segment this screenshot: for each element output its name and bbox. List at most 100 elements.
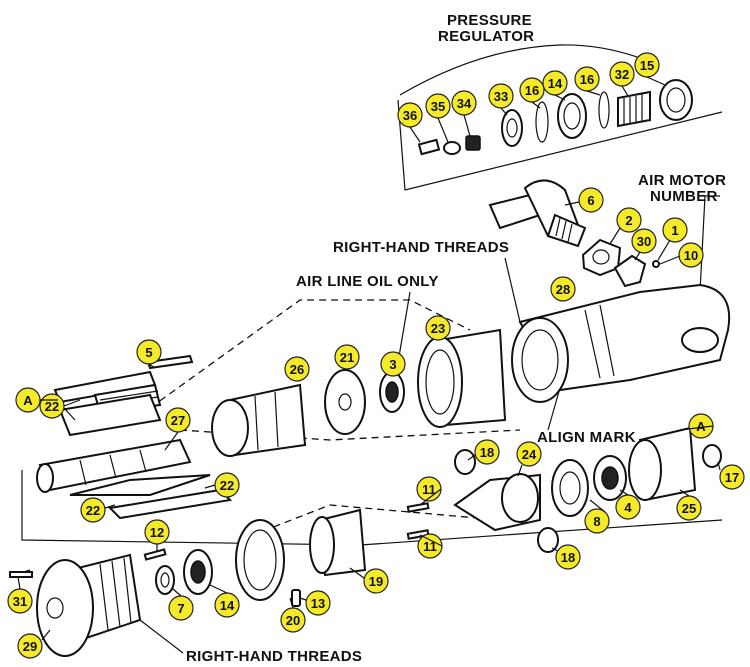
svg-text:21: 21 bbox=[340, 350, 354, 365]
callout-28: 28 bbox=[550, 276, 576, 302]
callout-33: 33 bbox=[488, 83, 514, 109]
callout-8: 8 bbox=[584, 508, 610, 534]
assembly-guide-3 bbox=[239, 504, 501, 541]
svg-text:25: 25 bbox=[682, 501, 696, 516]
svg-text:12: 12 bbox=[150, 525, 164, 540]
pressure-regulator-line2: REGULATOR bbox=[438, 28, 534, 45]
regulator-brace bbox=[399, 44, 641, 96]
svg-text:15: 15 bbox=[640, 58, 654, 73]
regulator-frame bbox=[397, 99, 723, 191]
pressure-regulator-label: PRESSURE REGULATOR bbox=[438, 12, 534, 45]
svg-text:36: 36 bbox=[403, 108, 417, 123]
svg-text:6: 6 bbox=[587, 193, 594, 208]
svg-text:18: 18 bbox=[480, 445, 494, 460]
svg-text:33: 33 bbox=[494, 89, 508, 104]
svg-text:18: 18 bbox=[561, 550, 575, 565]
callout-14a: 14 bbox=[542, 70, 568, 96]
svg-text:24: 24 bbox=[522, 447, 537, 462]
lower-left-parts bbox=[9, 508, 367, 657]
svg-text:10: 10 bbox=[684, 248, 698, 263]
callout-1: 1 bbox=[662, 217, 688, 243]
cylinder-group bbox=[211, 328, 507, 457]
svg-text:A: A bbox=[696, 419, 706, 434]
svg-text:16: 16 bbox=[580, 72, 594, 87]
svg-text:5: 5 bbox=[145, 345, 152, 360]
svg-text:16: 16 bbox=[525, 83, 539, 98]
svg-text:11: 11 bbox=[423, 539, 437, 554]
callout-6: 6 bbox=[578, 187, 604, 213]
svg-text:26: 26 bbox=[290, 362, 304, 377]
callout-18-top: 18 bbox=[474, 439, 500, 465]
callout-5: 5 bbox=[136, 339, 162, 365]
callout-20: 20 bbox=[280, 607, 306, 633]
svg-text:1: 1 bbox=[671, 223, 678, 238]
callout-36: 36 bbox=[397, 102, 423, 128]
svg-text:3: 3 bbox=[389, 357, 396, 372]
callout-16b: 16 bbox=[574, 66, 600, 92]
callout-19: 19 bbox=[363, 568, 389, 594]
callout-32: 32 bbox=[609, 61, 635, 87]
svg-text:14: 14 bbox=[220, 598, 235, 613]
callout-34: 34 bbox=[451, 90, 477, 116]
callouts: 36 35 34 33 16 14 16 32 15 6 2 30 1 10 2… bbox=[7, 52, 745, 659]
svg-text:22: 22 bbox=[45, 399, 59, 414]
callout-26: 26 bbox=[284, 356, 310, 382]
svg-text:30: 30 bbox=[637, 234, 651, 249]
svg-text:29: 29 bbox=[23, 639, 37, 654]
callout-22-top: 22 bbox=[39, 393, 65, 419]
svg-text:17: 17 bbox=[725, 470, 739, 485]
regulator-parts bbox=[417, 79, 693, 156]
callout-11-bottom: 11 bbox=[417, 533, 443, 559]
callout-11-top: 11 bbox=[416, 476, 442, 502]
callout-14b: 14 bbox=[214, 592, 240, 618]
callout-10: 10 bbox=[678, 242, 704, 268]
callout-22-bottom: 22 bbox=[80, 497, 106, 523]
svg-text:31: 31 bbox=[13, 594, 27, 609]
svg-text:8: 8 bbox=[593, 514, 600, 529]
svg-text:27: 27 bbox=[171, 413, 185, 428]
callout-24: 24 bbox=[516, 441, 542, 467]
align-mark-label: ALIGN MARK bbox=[537, 429, 636, 446]
callout-18-bottom: 18 bbox=[555, 544, 581, 570]
callout-4: 4 bbox=[615, 494, 641, 520]
air-motor-number-line1: AIR MOTOR bbox=[638, 172, 726, 189]
svg-text:14: 14 bbox=[548, 76, 563, 91]
svg-text:23: 23 bbox=[431, 321, 445, 336]
lower-right-parts bbox=[406, 426, 722, 553]
svg-text:A: A bbox=[23, 393, 33, 408]
callout-30: 30 bbox=[631, 228, 657, 254]
callout-29: 29 bbox=[17, 633, 43, 659]
callout-13: 13 bbox=[305, 590, 331, 616]
callout-3: 3 bbox=[380, 351, 406, 377]
callout-17: 17 bbox=[719, 464, 745, 490]
rh-threads-bottom-leader bbox=[139, 619, 184, 654]
svg-text:32: 32 bbox=[615, 67, 629, 82]
callout-27: 27 bbox=[165, 407, 191, 433]
rotor-and-vanes bbox=[36, 354, 233, 520]
air-motor-number-line2: NUMBER bbox=[650, 188, 718, 205]
air-line-oil-only-label: AIR LINE OIL ONLY bbox=[296, 273, 439, 290]
motor-housing bbox=[511, 283, 731, 403]
svg-text:20: 20 bbox=[286, 613, 300, 628]
svg-text:4: 4 bbox=[624, 500, 632, 515]
callout-23: 23 bbox=[425, 315, 451, 341]
callout-25: 25 bbox=[676, 495, 702, 521]
svg-text:28: 28 bbox=[556, 282, 570, 297]
svg-text:13: 13 bbox=[311, 596, 325, 611]
svg-text:34: 34 bbox=[457, 96, 472, 111]
svg-text:35: 35 bbox=[431, 99, 445, 114]
svg-text:11: 11 bbox=[422, 482, 436, 497]
svg-text:19: 19 bbox=[369, 574, 383, 589]
callout-16a: 16 bbox=[519, 77, 545, 103]
callout-12: 12 bbox=[144, 519, 170, 545]
svg-text:22: 22 bbox=[86, 503, 100, 518]
svg-text:2: 2 bbox=[625, 213, 632, 228]
elbow-fitting bbox=[488, 179, 660, 288]
callout-21: 21 bbox=[334, 344, 360, 370]
callout-2: 2 bbox=[616, 207, 642, 233]
svg-text:22: 22 bbox=[220, 478, 234, 493]
align-mark-leader bbox=[547, 387, 561, 431]
assembly-guide-1 bbox=[149, 299, 471, 409]
callout-leaders bbox=[17, 76, 721, 641]
